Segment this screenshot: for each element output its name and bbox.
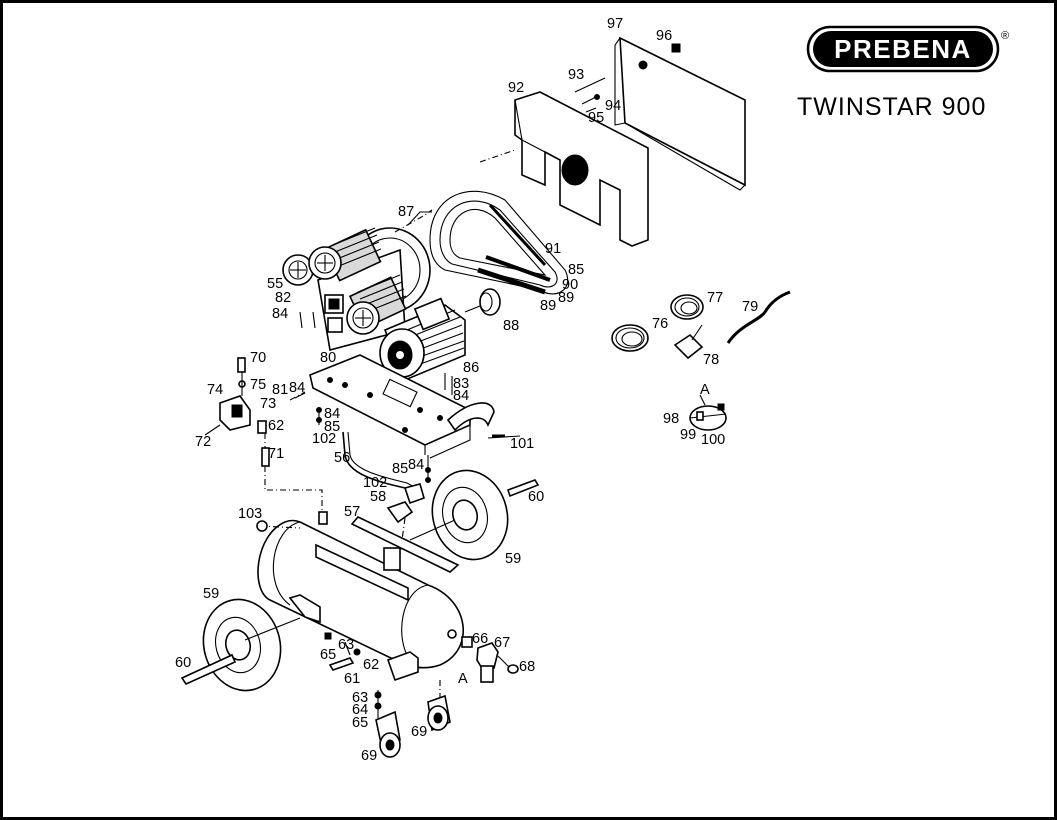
castor-wheel-left: [374, 690, 401, 758]
hose-coil-76: [611, 324, 649, 352]
base-frame: [309, 354, 495, 459]
callout-57: 57: [344, 504, 360, 520]
callout-59b: 59: [203, 586, 219, 602]
motor-pulley: [464, 288, 501, 316]
frame-bolts: [316, 373, 453, 483]
callout-102a: 102: [312, 431, 336, 447]
callout-59a: 59: [505, 551, 521, 567]
logo-text: PREBENA: [834, 34, 972, 64]
callout-A1: A: [700, 382, 710, 398]
callout-56: 56: [334, 450, 350, 466]
callout-99: 99: [680, 427, 696, 443]
callout-85c: 85: [392, 461, 408, 477]
compressor-pump: [282, 227, 431, 351]
callout-83: 83: [453, 376, 469, 392]
callout-85b: 85: [324, 419, 340, 435]
callout-72: 72: [195, 434, 211, 450]
pressure-switch: [204, 357, 270, 467]
callout-63b: 63: [352, 690, 368, 706]
callout-67: 67: [494, 635, 510, 651]
callout-63a: 63: [338, 637, 354, 653]
callout-69b: 69: [361, 748, 377, 764]
callout-60a: 60: [528, 489, 544, 505]
callout-78: 78: [703, 352, 719, 368]
callout-71: 71: [268, 446, 284, 462]
callout-62a: 62: [268, 418, 284, 434]
v-belts: [429, 190, 568, 295]
callout-100: 100: [701, 432, 725, 448]
wheel-right: [409, 469, 540, 561]
callout-70: 70: [250, 350, 266, 366]
drain-parts: [324, 632, 361, 671]
belt-guard: [514, 91, 649, 247]
callout-65b: 65: [352, 715, 368, 731]
callout-101: 101: [510, 436, 534, 452]
callout-74: 74: [207, 382, 223, 398]
hose-79: [726, 290, 791, 344]
callout-92: 92: [508, 80, 524, 96]
callout-90: 90: [562, 277, 578, 293]
callout-88: 88: [503, 318, 519, 334]
callout-66: 66: [472, 631, 488, 647]
callout-73: 73: [260, 396, 276, 412]
air-tank: [257, 511, 464, 682]
callout-103: 103: [238, 506, 262, 522]
callout-89a: 89: [558, 290, 574, 306]
callout-96: 96: [656, 28, 672, 44]
quick-coupler-78: [673, 324, 704, 360]
callout-81: 81: [272, 382, 288, 398]
pipe-101: [487, 434, 521, 439]
callout-58: 58: [370, 489, 386, 505]
callout-75: 75: [250, 377, 266, 393]
electric-motor: [379, 297, 466, 382]
callout-64: 64: [352, 702, 368, 718]
back-cover-plate: [614, 36, 746, 191]
callout-60b: 60: [175, 655, 191, 671]
callout-89b: 89: [540, 298, 556, 314]
callout-76: 76: [652, 316, 668, 332]
outlet-fittings: [461, 636, 519, 683]
callout-84a: 84: [272, 306, 288, 322]
prebena-logo: PREBENA ®: [806, 25, 1009, 73]
detail-a-parts: [689, 394, 727, 431]
callout-91: 91: [545, 241, 561, 257]
callout-80: 80: [320, 350, 336, 366]
callout-102b: 102: [363, 475, 387, 491]
registered-mark: ®: [1001, 30, 1009, 42]
check-valve: [386, 483, 425, 524]
callout-77: 77: [707, 290, 723, 306]
callout-84e: 84: [408, 457, 424, 473]
hose-coil-77: [670, 294, 704, 320]
callout-labels: 9796939294958791859089895582848877797678…: [175, 16, 758, 764]
callout-87: 87: [398, 204, 414, 220]
callout-84d: 84: [324, 406, 340, 422]
castor-wheel-right: [427, 694, 451, 732]
model-name: TWINSTAR 900: [797, 93, 986, 121]
callout-69a: 69: [411, 724, 427, 740]
callout-82: 82: [275, 290, 291, 306]
callout-84b: 84: [289, 380, 305, 396]
callout-61: 61: [344, 671, 360, 687]
callout-62b: 62: [363, 657, 379, 673]
callout-97: 97: [607, 16, 623, 32]
callout-A2: A: [458, 671, 468, 687]
cover-bolts: [574, 77, 606, 113]
exploded-parts-diagram: PREBENA ® TWINSTAR 900: [175, 16, 1009, 764]
callout-85a: 85: [568, 262, 584, 278]
callout-55: 55: [267, 276, 283, 292]
callout-93: 93: [568, 67, 584, 83]
callout-94: 94: [605, 98, 621, 114]
callout-95: 95: [588, 110, 604, 126]
callout-79: 79: [742, 299, 758, 315]
callout-86: 86: [463, 360, 479, 376]
callout-65a: 65: [320, 647, 336, 663]
callout-68: 68: [519, 659, 535, 675]
wheel-left: [180, 598, 301, 692]
callout-84c: 84: [453, 388, 469, 404]
callout-98: 98: [663, 411, 679, 427]
